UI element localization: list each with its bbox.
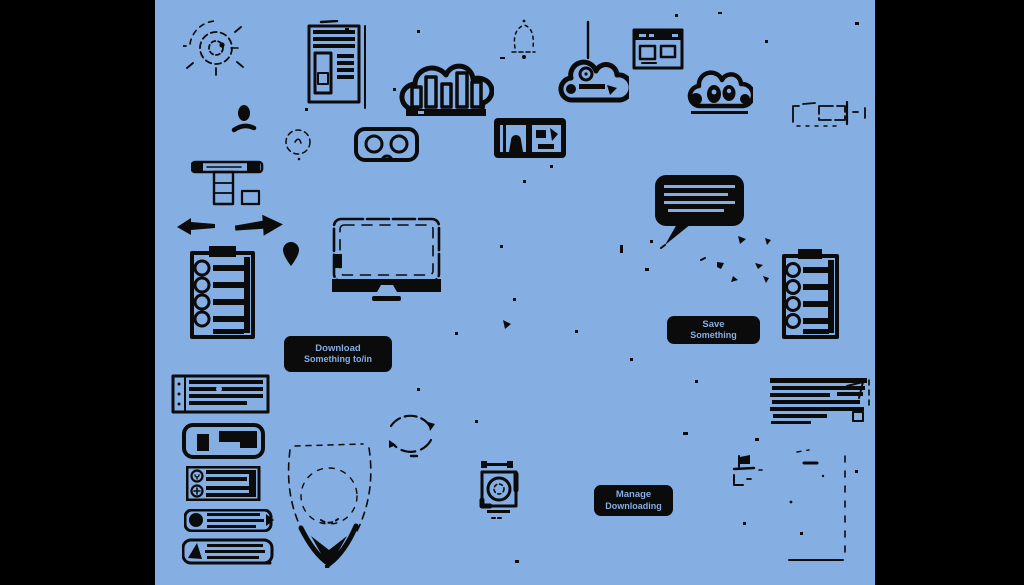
cloud-lock-icon	[687, 68, 753, 116]
browser-window-icon	[632, 26, 686, 74]
monitor-icon	[331, 216, 443, 304]
line-banner-icon	[184, 509, 276, 532]
ink-specks-layer	[305, 12, 859, 568]
button-label-line2: Something	[690, 330, 737, 341]
cloud-bar-chart-icon	[398, 60, 494, 124]
shield-icon	[281, 438, 379, 576]
checklist-clipboard-icon	[781, 248, 841, 340]
document-lines-icon	[767, 376, 873, 433]
button-label-line2: Something to/in	[304, 354, 372, 365]
button-label-line2: Downloading	[605, 500, 662, 511]
laptop-icon	[785, 98, 875, 132]
list-banner-icon	[171, 374, 271, 414]
checklist-clipboard-icon	[189, 244, 257, 340]
server-tower-icon	[307, 20, 369, 110]
right-letterbox	[875, 0, 1024, 585]
avatar-icon	[231, 100, 257, 138]
user-list-icon	[186, 466, 261, 501]
cloud-users-icon	[557, 56, 629, 108]
smartphone-icon	[787, 438, 859, 578]
desk-icon	[191, 158, 266, 208]
id-card-icon	[494, 116, 568, 160]
manage-downloading-button: Manage Downloading	[594, 485, 673, 516]
tally-line-icon	[585, 20, 591, 62]
location-pin-icon	[282, 241, 300, 267]
image-panel-icon	[182, 423, 266, 460]
button-label-line1: Manage	[615, 489, 652, 501]
gear-icon	[183, 18, 249, 76]
bell-icon	[507, 18, 541, 62]
camera-icon	[478, 460, 522, 524]
circle-sketch-icon	[283, 126, 315, 162]
sparkles-icon	[695, 232, 773, 284]
download-something-button: Download Something to/in	[284, 336, 392, 372]
vr-goggles-icon	[354, 125, 420, 165]
arrow-left-icon	[177, 218, 215, 236]
left-letterbox	[0, 0, 155, 585]
save-something-button: Save Something	[667, 316, 760, 344]
speech-bubble-icon	[653, 173, 748, 251]
line-banner-icon	[182, 538, 276, 565]
arrow-right-icon	[234, 214, 283, 238]
flag-icon	[732, 455, 764, 501]
button-label-line1: Save	[702, 318, 725, 330]
blue-canvas: Download Something to/in Save Something	[155, 0, 875, 585]
refresh-icon	[381, 408, 439, 464]
button-label-line1: Download	[315, 342, 361, 354]
